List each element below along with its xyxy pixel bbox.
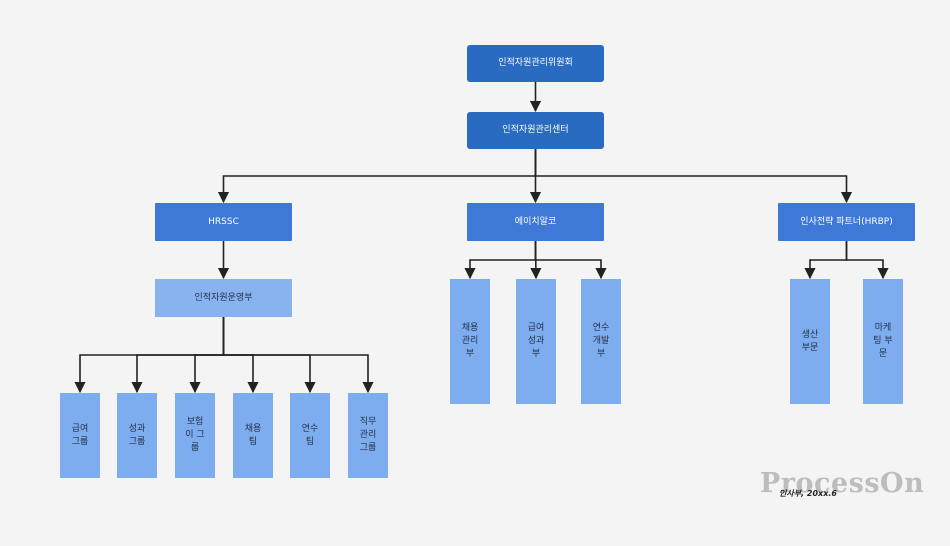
node-hrbp[interactable]: 인사전략 파트너(HRBP): [778, 203, 915, 241]
connector-lines: [74, 82, 889, 394]
edge-ops-insurance_group: [189, 317, 225, 394]
node-recruit-team[interactable]: 채용 팀: [233, 393, 273, 478]
edge-hrbp-marketing: [845, 241, 889, 280]
edge-hrcoe-recruit_mgmt: [464, 241, 537, 280]
node-production[interactable]: 생산 부문: [790, 279, 830, 404]
edge-hrcoe-training_dev: [534, 241, 607, 280]
node-marketing[interactable]: 마케 팅 부 문: [863, 279, 903, 404]
node-ops[interactable]: 인적자원운영부: [155, 279, 292, 317]
edge-hrbp-production: [804, 241, 848, 280]
node-recruit-mgmt[interactable]: 채용 관리 부: [450, 279, 490, 404]
edge-center-hrbp: [534, 149, 853, 204]
node-performance-group[interactable]: 성과 그룹: [117, 393, 157, 478]
node-hrssc[interactable]: HRSSC: [155, 203, 292, 241]
node-center[interactable]: 인적자원관리센터: [467, 112, 604, 149]
node-training-team[interactable]: 연수 팀: [290, 393, 330, 478]
edge-center-hrssc: [217, 149, 537, 204]
node-job-mgmt-group[interactable]: 직무 관리 그룹: [348, 393, 388, 478]
author-signature: 인사부, 20xx.6: [779, 489, 837, 498]
node-training-dev[interactable]: 연수 개발 부: [581, 279, 621, 404]
node-salary-group[interactable]: 급여 그룹: [60, 393, 100, 478]
node-committee[interactable]: 인적자원관리위원회: [467, 45, 604, 82]
node-hrcoe[interactable]: 에이치알코: [467, 203, 604, 241]
node-pay-perf[interactable]: 급여 성과 부: [516, 279, 556, 404]
node-insurance-group[interactable]: 보험 이 그 룹: [175, 393, 215, 478]
edge-ops-job_mgmt_group: [222, 317, 374, 394]
processon-watermark: ProcessOn: [760, 468, 925, 499]
